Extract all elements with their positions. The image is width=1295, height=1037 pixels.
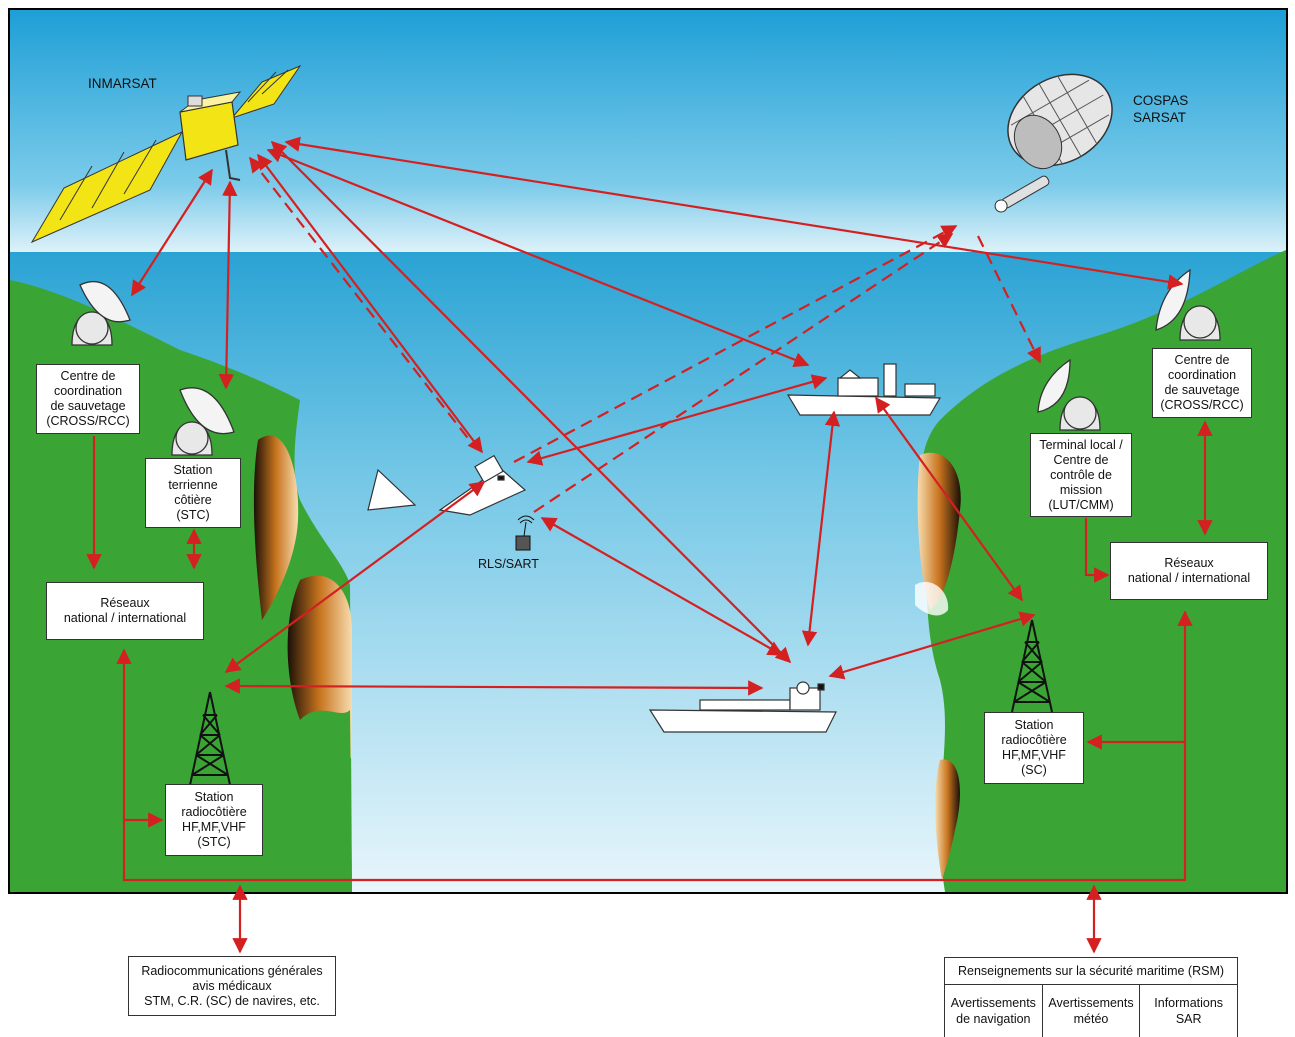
dashed-link-arrows: [249, 156, 1041, 513]
msi-col-navigation: Avertissements de navigation: [945, 985, 1043, 1037]
right-cliff-lower: [935, 759, 960, 880]
rcc-left-box: Centre de coordination de sauvetage (CRO…: [36, 364, 140, 434]
beacon-label: RLS/SART: [478, 557, 539, 571]
msi-col-sar: Informations SAR: [1154, 996, 1224, 1026]
general-radiocommunications-box: Radiocommunications générales avis médic…: [128, 956, 336, 1016]
inmarsat-label: INMARSAT: [88, 76, 157, 91]
stc-earth-station-box: Station terrienne côtière (STC): [145, 458, 241, 528]
network-right-box: Réseaux national / international: [1110, 542, 1268, 600]
msi-table: Renseignements sur la sécurité maritime …: [944, 957, 1238, 1037]
lut-mcc-box: Terminal local / Centre de contrôle de m…: [1030, 433, 1132, 517]
inmarsat-satellite-icon: [30, 64, 302, 244]
radio-station-right-box: Station radiocôtière HF,MF,VHF (SC): [984, 712, 1084, 784]
dish-left-stc-icon: [171, 387, 235, 456]
link-arrows: [86, 136, 1213, 954]
cargo-ship-icon: [648, 681, 837, 733]
rcc-right-box: Centre de coordination de sauvetage (CRO…: [1152, 348, 1252, 418]
cospas-sarsat-label: COSPAS SARSAT: [1133, 93, 1189, 125]
msi-title: Renseignements sur la sécurité maritime …: [945, 958, 1237, 985]
dish-left-rcc-icon: [71, 280, 131, 346]
dish-right-lut-icon: [1037, 358, 1101, 431]
msi-col-weather: Avertissements météo: [1043, 985, 1141, 1037]
radio-tower-left-icon: [189, 691, 231, 786]
network-left-box: Réseaux national / international: [46, 582, 204, 640]
radio-station-left-box: Station radiocôtière HF,MF,VHF (STC): [165, 784, 263, 856]
